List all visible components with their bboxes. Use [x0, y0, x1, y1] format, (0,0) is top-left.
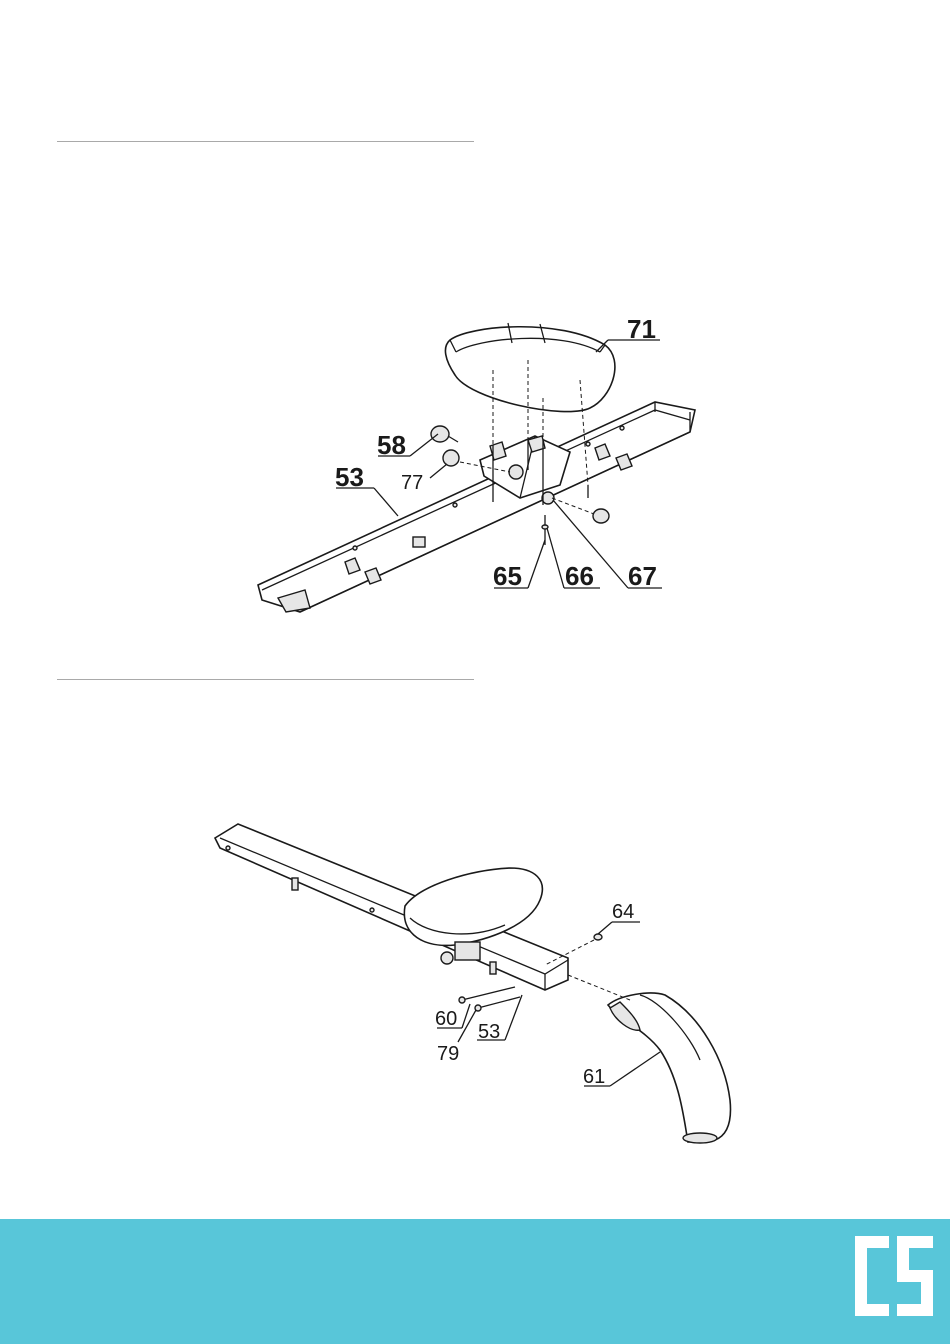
label-77: 77 — [401, 472, 423, 494]
label-53-bottom: 53 — [478, 1021, 500, 1043]
bolt-part-60 — [459, 987, 520, 1011]
seat-part-71 — [445, 323, 614, 412]
seat-assembly-diagram: 71 58 53 77 65 66 67 — [0, 300, 950, 630]
label-66: 66 — [565, 561, 594, 591]
section-divider-top — [57, 141, 474, 142]
label-67: 67 — [628, 561, 657, 591]
label-79: 79 — [437, 1043, 459, 1065]
label-53: 53 — [335, 462, 364, 492]
label-61: 61 — [583, 1066, 605, 1088]
section-divider-middle — [57, 679, 474, 680]
label-60: 60 — [435, 1008, 457, 1030]
foot-rest-diagram: 64 60 53 79 61 — [0, 790, 950, 1170]
roller-part-58 — [431, 426, 458, 442]
label-65: 65 — [493, 561, 522, 591]
bolt-part-64 — [545, 934, 602, 965]
cs-brand-logo-icon — [855, 1236, 933, 1316]
wheel-right — [552, 498, 609, 523]
label-71: 71 — [627, 314, 656, 344]
label-64: 64 — [612, 901, 634, 923]
label-58: 58 — [377, 430, 406, 460]
footer-band — [0, 1219, 950, 1344]
